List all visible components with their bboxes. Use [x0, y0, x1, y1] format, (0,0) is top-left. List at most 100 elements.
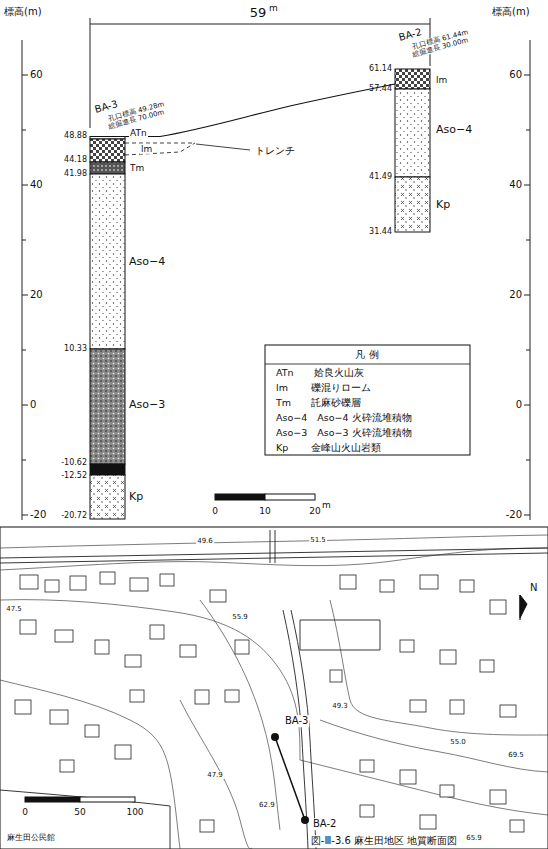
spot-height: 51.5 — [309, 536, 327, 544]
house — [15, 700, 31, 714]
spot-height: 49.3 — [331, 702, 349, 710]
tick: 0 — [516, 399, 522, 411]
tick: -20 — [506, 509, 522, 521]
tick: 20 — [30, 289, 43, 301]
legend-entry: lm 礫混りローム — [276, 383, 371, 394]
house — [400, 770, 416, 784]
house — [460, 580, 474, 592]
house — [410, 700, 426, 712]
axis-title: 標高(m) — [492, 6, 530, 18]
legend-entry: Kp 金峰山火山岩類 — [276, 443, 381, 454]
house — [450, 700, 464, 714]
house — [490, 790, 506, 804]
house — [490, 600, 506, 614]
layer-name: Aso−3 — [129, 399, 165, 412]
scale-number: 100 — [125, 807, 144, 817]
legend-entry: Aso−3 Aso−3 火砕流堆積物 — [276, 428, 412, 439]
house — [130, 578, 148, 591]
depth-elevation: 44.18 — [64, 155, 87, 164]
legend-entry: ATn 姶良火山灰 — [276, 368, 364, 379]
house — [85, 725, 99, 737]
house — [380, 580, 394, 592]
house — [50, 710, 68, 724]
house — [195, 690, 209, 704]
layer-name: lm — [140, 144, 153, 154]
spot-height: 55.0 — [449, 738, 467, 746]
house — [340, 575, 356, 589]
house — [60, 760, 74, 772]
house — [480, 660, 494, 672]
house — [55, 630, 73, 642]
house — [150, 625, 164, 639]
axis-title: 標高(m) — [4, 6, 42, 18]
tick: 40 — [509, 179, 522, 191]
house — [500, 705, 516, 717]
depth-elevation: -10.62 — [61, 458, 87, 467]
scale-number: 20 — [309, 506, 320, 516]
tick: -20 — [30, 509, 46, 521]
trench-label: トレンチ — [254, 145, 296, 157]
house — [130, 690, 144, 702]
house — [420, 575, 438, 589]
depth-elevation: 57.44 — [369, 84, 392, 93]
depth-elevation: 41.49 — [369, 172, 392, 181]
legend-title: 凡 例 — [355, 349, 378, 361]
scale-number: 0 — [212, 506, 218, 516]
scale-unit: m — [322, 500, 331, 510]
tick: 40 — [30, 179, 43, 191]
depth-elevation: 48.88 — [64, 131, 87, 140]
house — [70, 576, 86, 590]
dimension-unit: m — [268, 3, 279, 13]
tick: 0 — [30, 399, 36, 411]
house — [330, 670, 342, 682]
depth-elevation: 31.44 — [369, 227, 392, 236]
house — [400, 640, 414, 652]
scale-number: 0 — [21, 807, 29, 817]
house — [440, 650, 456, 664]
spot-height: 49.6 — [196, 537, 214, 545]
spot-height: 55.9 — [231, 613, 249, 621]
place-name: 麻生田公民館 — [6, 833, 56, 842]
house — [235, 640, 249, 654]
legend-entry: Aso−4 Aso−4 火砕流堆積物 — [276, 413, 412, 424]
spot-height: 69.5 — [507, 751, 525, 759]
spot-height: 47.9 — [206, 771, 224, 779]
spot-height: 47.5 — [5, 605, 23, 613]
house — [95, 640, 109, 654]
house — [225, 690, 239, 702]
layer-name: Aso−4 — [129, 256, 165, 269]
house — [20, 575, 38, 589]
house — [115, 745, 131, 759]
spot-height: 65.9 — [465, 834, 483, 842]
house — [180, 645, 196, 657]
house — [210, 590, 226, 602]
legend-entry: Tm 託麻砂礫層 — [276, 398, 361, 409]
borehole-name: BA-2 — [312, 818, 337, 830]
north-mark: N — [530, 582, 537, 594]
layer-name: Aso−4 — [436, 124, 472, 137]
house — [200, 820, 214, 832]
tick: 20 — [509, 289, 522, 301]
depth-elevation: 61.14 — [369, 64, 392, 73]
depth-elevation: 41.98 — [64, 169, 87, 178]
figure-caption: 図-Ⅲ-3.6 麻生田地区 地質断面図 — [310, 835, 458, 847]
layer-name: Tm — [129, 163, 145, 173]
spot-height: 62.9 — [258, 801, 276, 809]
scale-number: 50 — [73, 807, 86, 817]
borehole-name: BA-3 — [284, 715, 309, 727]
layer-name: lm — [436, 75, 447, 85]
dimension: 59 — [249, 6, 268, 21]
tick: 60 — [509, 69, 522, 81]
house — [510, 820, 524, 832]
depth-elevation: -20.72 — [61, 511, 87, 520]
tick: 60 — [30, 69, 43, 81]
depth-elevation: -12.52 — [61, 471, 87, 480]
house — [20, 620, 36, 634]
house — [360, 760, 374, 772]
layer-name: Kp — [129, 491, 143, 504]
layer-name: ATn — [129, 128, 148, 138]
house — [100, 572, 115, 584]
house — [360, 805, 374, 817]
house — [440, 785, 454, 797]
house — [420, 815, 436, 829]
